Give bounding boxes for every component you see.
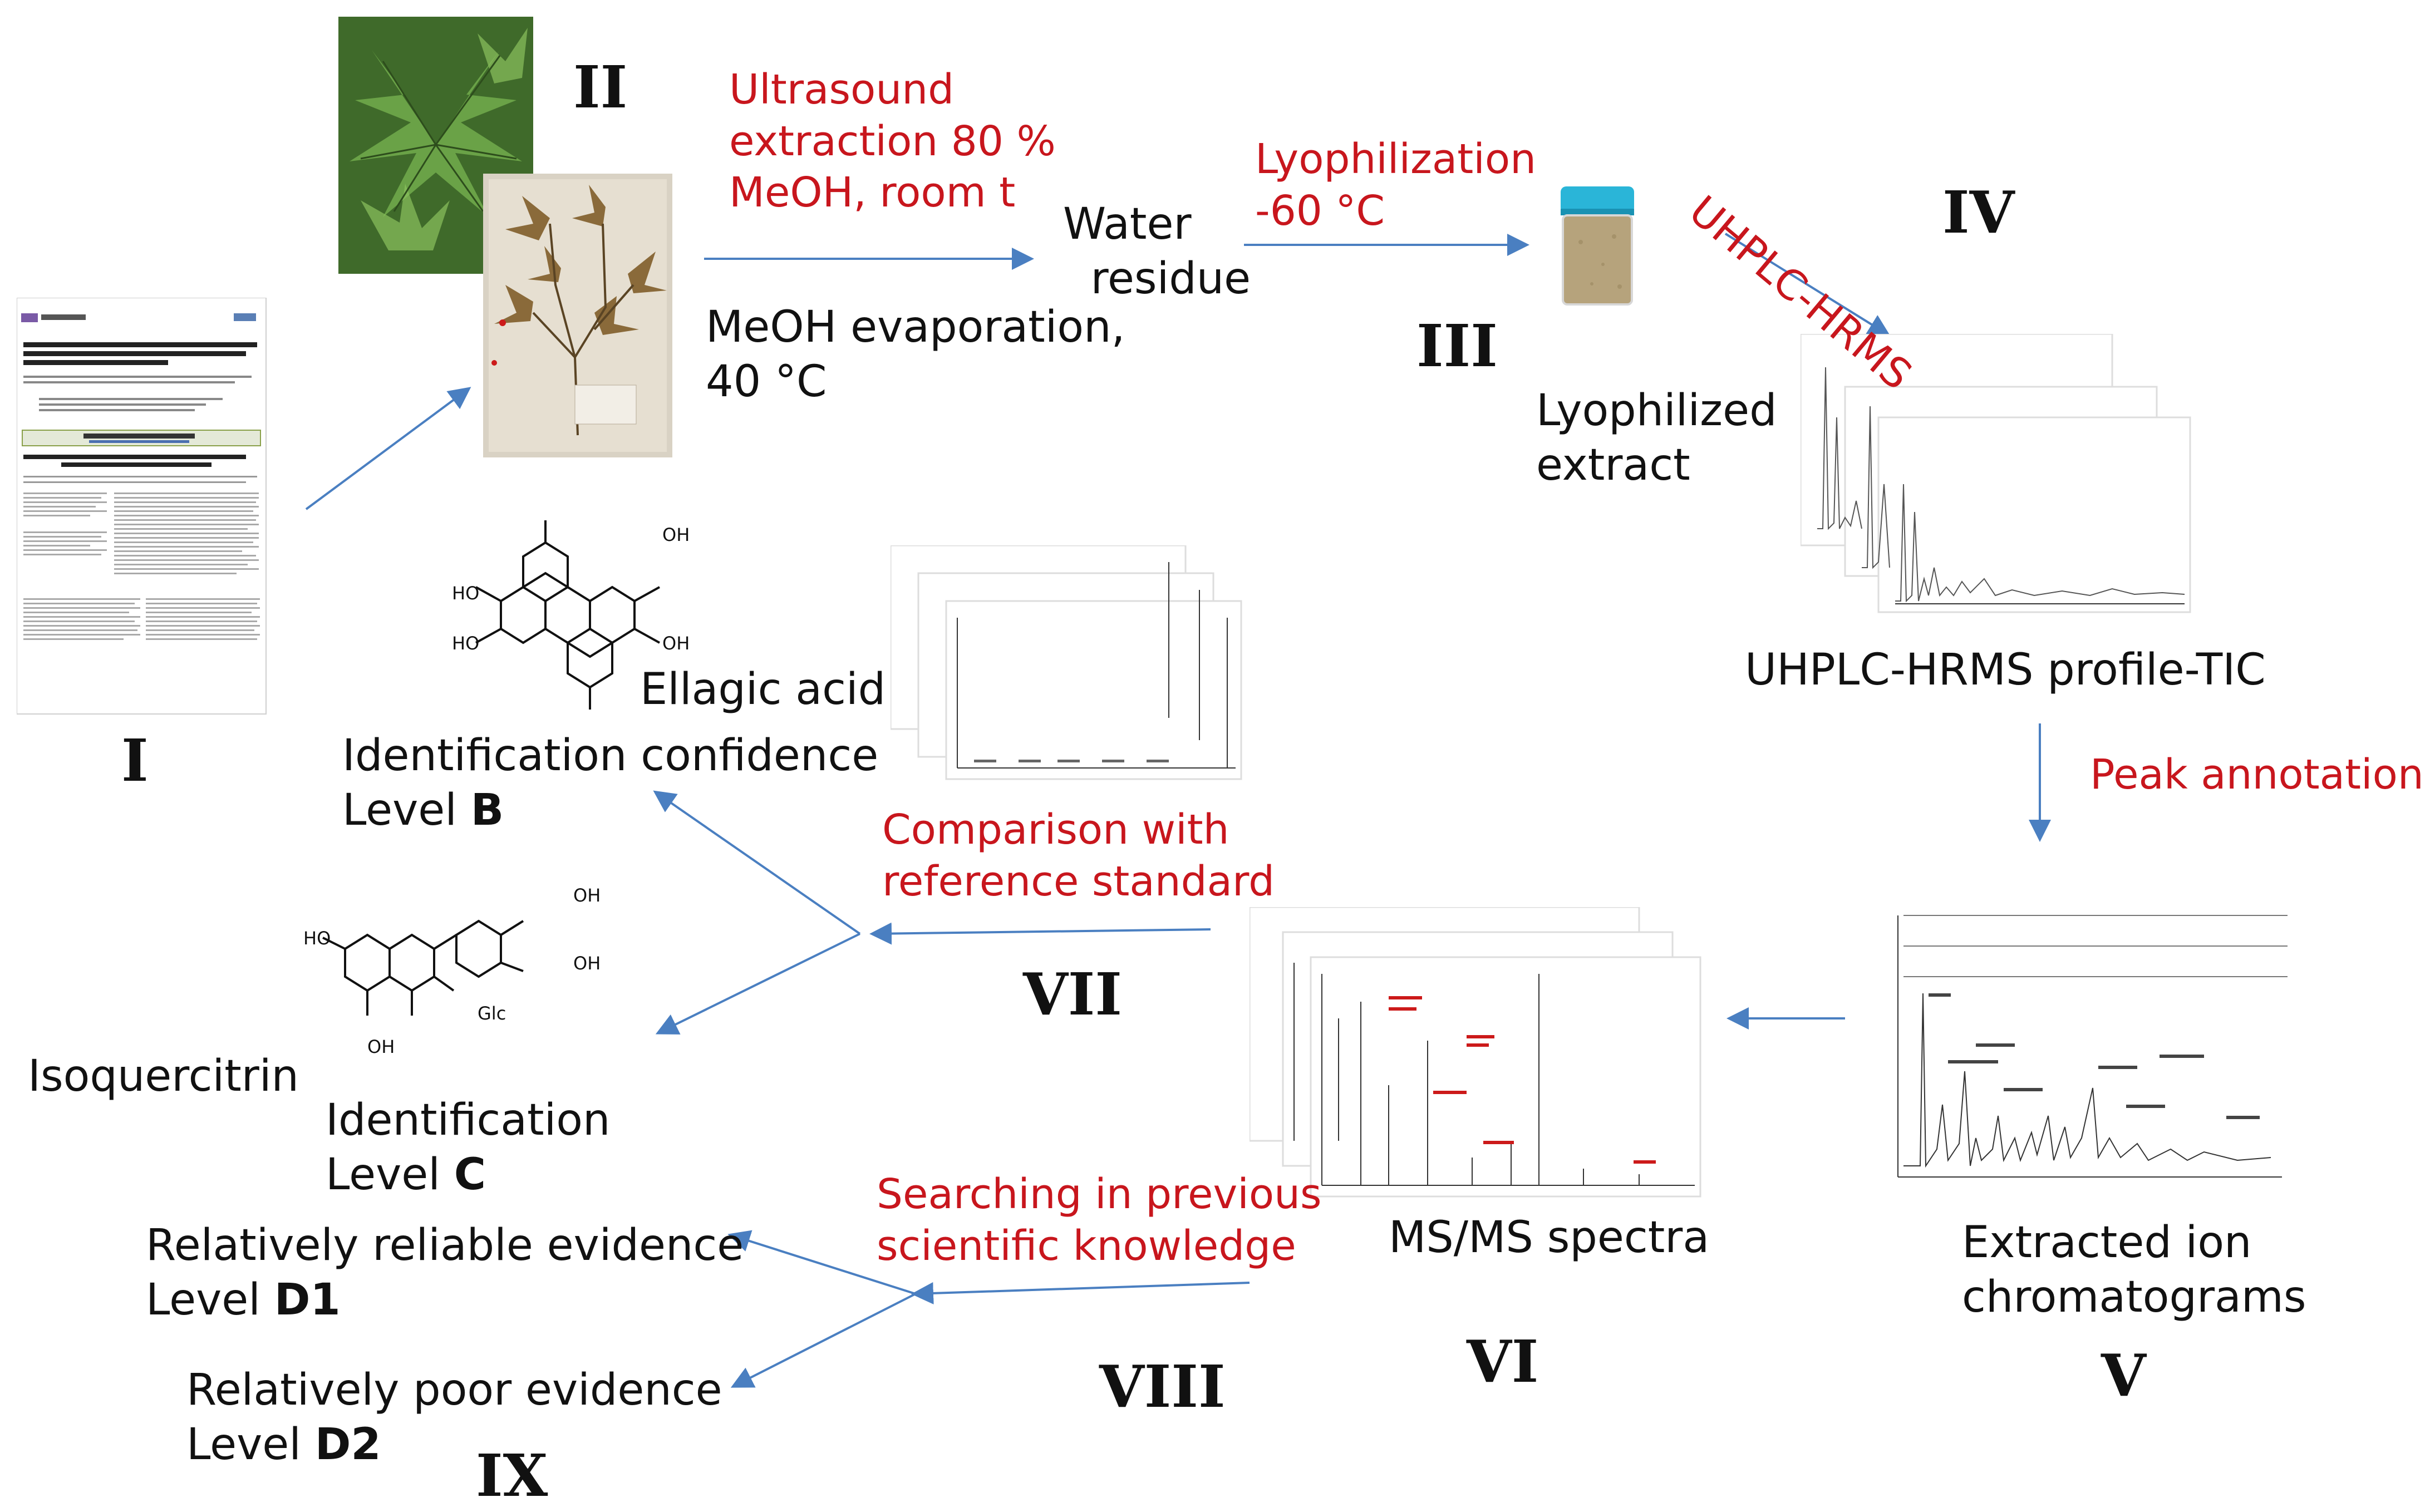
level-d2-label: Relatively poor evidence Level D2	[186, 1365, 722, 1470]
level-c-label: Identification Level C	[326, 1095, 611, 1200]
lyophilized-extract-jar	[1561, 186, 1634, 306]
step-number-iii: III	[1416, 312, 1498, 380]
isoquercitrin-structure	[322, 919, 524, 1016]
oh-label: OH	[367, 1036, 395, 1057]
ultrasound-extraction-label: Ultrasound extraction 80 % MeOH, room t	[729, 66, 1056, 216]
searching-knowledge-label: Searching in previous scientific knowled…	[877, 1170, 1322, 1270]
extracted-ion-label: Extracted ion chromatograms	[1962, 1218, 2306, 1322]
oh-label: OH	[573, 953, 601, 974]
ho-label: HO	[452, 633, 480, 654]
extracted-ion-chromatograms	[1859, 904, 2288, 1199]
arrow-vii-to-c	[655, 933, 860, 1035]
step-number-ii: II	[573, 53, 628, 121]
peak-annotation-label: Peak annotation	[2090, 751, 2424, 799]
step-number-ix: IX	[476, 1441, 548, 1510]
herbarium-specimen-photo	[483, 174, 672, 457]
arrow-search	[911, 1282, 1250, 1304]
arrow-search-to-d2	[730, 1293, 916, 1388]
ellagic-acid-label: Ellagic acid	[640, 664, 886, 715]
arrow-i-to-ii	[305, 387, 471, 510]
step-number-v: V	[2101, 1341, 2146, 1410]
msms-spectra-stack	[1250, 907, 1701, 1198]
comparison-reference-label: Comparison with reference standard	[882, 806, 1275, 905]
step-number-vii: VII	[1023, 960, 1122, 1028]
glc-label: Glc	[478, 1003, 506, 1024]
lyophilized-extract-label: Lyophilized extract	[1536, 386, 1777, 490]
isoquercitrin-label: Isoquercitrin	[28, 1051, 299, 1101]
oh-label: OH	[662, 524, 690, 545]
step-number-vi: VI	[1467, 1327, 1539, 1396]
level-d1-label: Relatively reliable evidence Level D1	[146, 1220, 744, 1325]
meoh-evaporation-label: MeOH evaporation, 40 °C	[706, 302, 1125, 407]
tic-profile-label: UHPLC-HRMS profile-TIC	[1745, 645, 2266, 695]
publication-thumbnails	[17, 298, 267, 715]
ho-label: HO	[452, 583, 480, 604]
step-number-iv: IV	[1942, 178, 2015, 247]
arrow-search-to-d1	[727, 1230, 916, 1295]
reference-standard-spectra	[891, 545, 1242, 780]
lyophilization-label: Lyophilization -60 °C	[1255, 135, 1536, 235]
arrow-iii-to-iv	[1724, 233, 1891, 337]
water-residue-label: Water residue	[1063, 199, 1251, 304]
level-b-label: Identification confidence Level B	[342, 731, 879, 835]
oh-label: OH	[662, 633, 690, 654]
tic-chromatogram-stack	[1801, 334, 2191, 613]
arrow-vii-to-b	[653, 790, 861, 935]
step-number-viii: VIII	[1099, 1352, 1226, 1421]
ho-label: HO	[303, 928, 331, 949]
msms-spectra-label: MS/MS spectra	[1389, 1213, 1710, 1263]
step-number-i: I	[121, 726, 149, 795]
ellagic-acid-structure	[475, 520, 660, 710]
oh-label: OH	[573, 885, 601, 906]
arrow-vi-to-vii	[869, 922, 1211, 945]
